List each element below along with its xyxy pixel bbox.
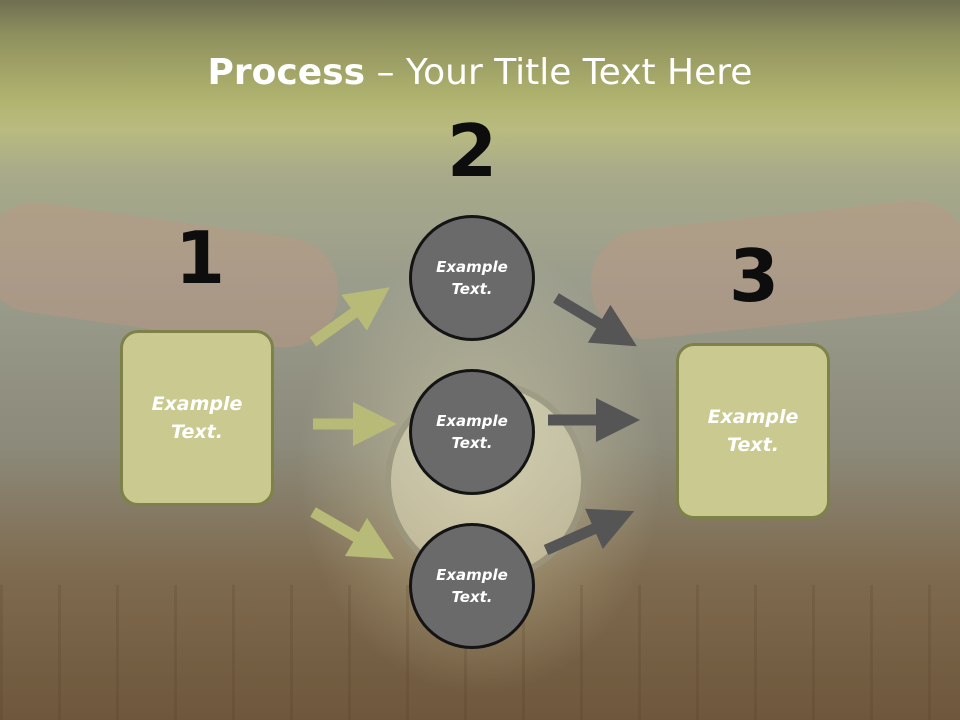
title-rest: – Your Title Text Here	[365, 52, 753, 93]
arrow-bottom-to-right	[543, 508, 635, 556]
circle-bottom[interactable]: Example Text.	[409, 523, 535, 649]
title-bold: Process	[207, 52, 366, 93]
arrow-top-to-right	[553, 293, 637, 347]
step-number-3: 3	[728, 234, 780, 318]
circle-top-label: Example Text.	[436, 257, 508, 299]
circle-middle-label: Example Text.	[436, 411, 508, 453]
step-number-1: 1	[174, 216, 226, 300]
arrow-left-to-bottom	[310, 507, 395, 560]
right-text-box[interactable]: Example Text.	[676, 343, 830, 519]
step-number-2: 2	[446, 109, 498, 193]
circle-middle[interactable]: Example Text.	[409, 369, 535, 495]
left-text-box[interactable]: Example Text.	[120, 330, 274, 506]
circle-bottom-label: Example Text.	[436, 565, 508, 607]
slide-title: Process – Your Title Text Here	[0, 52, 960, 93]
left-text-box-label: Example Text.	[151, 392, 243, 444]
right-text-box-label: Example Text.	[707, 405, 799, 457]
arrow-left-to-top	[309, 287, 390, 347]
circle-top[interactable]: Example Text.	[409, 215, 535, 341]
